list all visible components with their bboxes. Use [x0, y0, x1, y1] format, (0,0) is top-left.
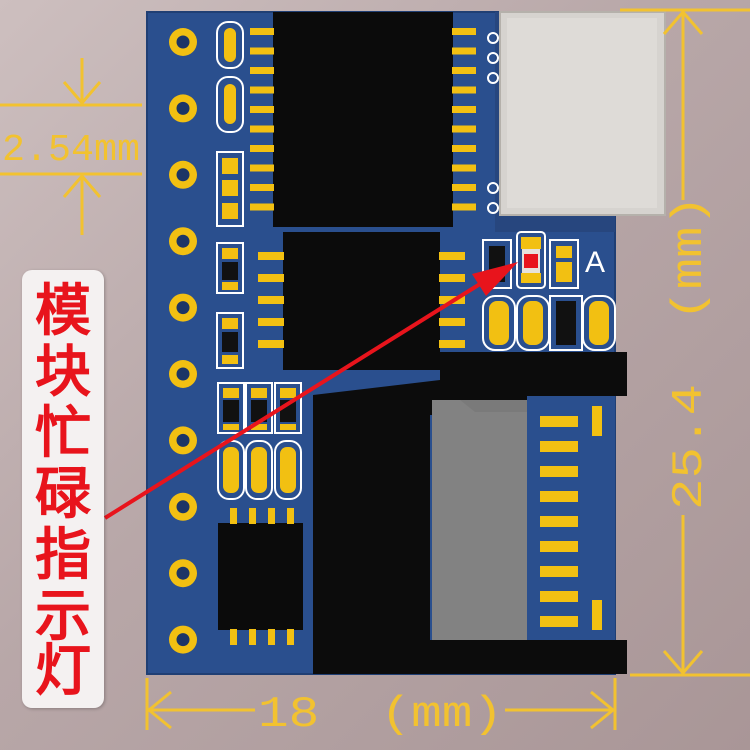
callout-box [22, 270, 104, 708]
busy-led [516, 231, 546, 289]
led-region: A [482, 231, 605, 289]
pitch-dimension-label: 2.54mm [2, 129, 140, 172]
second-ic [258, 232, 465, 370]
resistor-group [217, 382, 302, 500]
dimension-annotations [0, 8, 750, 730]
callout-char: 块 [35, 339, 91, 405]
pin-header-holes [169, 28, 197, 654]
callout-char: 示 [35, 583, 91, 649]
callout-char: 灯 [35, 638, 91, 704]
main-ic [250, 12, 476, 227]
callout-char: 指 [35, 522, 91, 588]
callout-char: 模 [35, 278, 91, 344]
sd-card-socket [313, 352, 627, 674]
width-dimension-label: 18 (mm) [258, 690, 503, 740]
silkscreen-label: A [585, 246, 605, 279]
callout-arrow [103, 262, 518, 520]
left-pad-column [216, 21, 244, 369]
callout-char: 碌 [35, 461, 91, 527]
lower-right-pads [482, 295, 616, 351]
metal-can [487, 11, 666, 232]
height-dimension-label: 25.4 (mm) [665, 195, 715, 510]
bottom-ic [218, 508, 303, 645]
callout-char: 忙 [35, 400, 91, 466]
